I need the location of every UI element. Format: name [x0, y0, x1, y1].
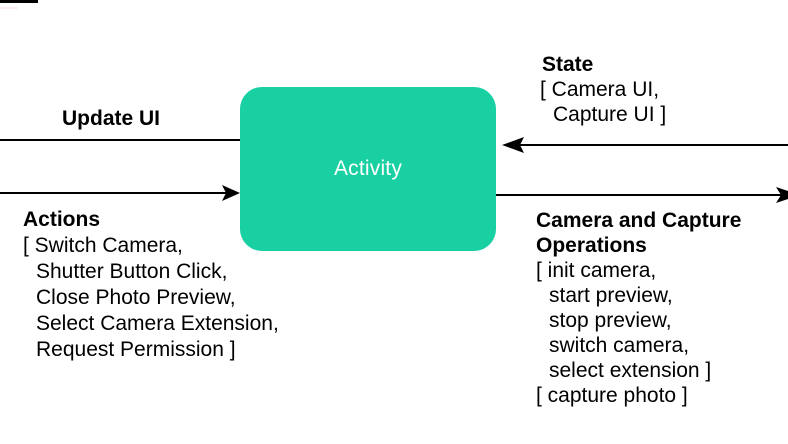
state-arrow-line — [518, 144, 788, 146]
actions-line: Close Photo Preview, — [36, 286, 236, 309]
state-line: Capture UI ] — [553, 103, 667, 126]
top-edge-bar-fragment — [0, 0, 38, 3]
operations-title-line: Operations — [536, 234, 647, 257]
actions-arrowhead-right-icon — [222, 185, 240, 201]
actions-line: [ Switch Camera, — [23, 234, 183, 257]
state-title: State — [542, 53, 594, 76]
update-ui-label: Update UI — [62, 107, 161, 130]
state-arrowhead-left-icon — [502, 137, 524, 153]
operations-line: switch camera, — [549, 334, 690, 357]
update-ui-arrow-line — [0, 139, 240, 141]
activity-node-label: Activity — [333, 157, 403, 180]
operations-line: select extension ] — [549, 359, 712, 382]
actions-arrow-line — [0, 192, 226, 194]
operations-title-line: Camera and Capture — [536, 209, 742, 232]
actions-line: Select Camera Extension, — [36, 312, 279, 335]
actions-label-block: Actions [ Switch Camera, Shutter Button … — [23, 207, 279, 363]
operations-line: stop preview, — [549, 309, 672, 332]
state-line: [ Camera UI, — [540, 78, 660, 101]
operations-arrow-line — [496, 194, 788, 196]
actions-title: Actions — [23, 208, 101, 231]
operations-label-block: Camera and Capture Operations [ init cam… — [536, 208, 741, 408]
actions-line: Request Permission ] — [36, 338, 236, 361]
actions-line: Shutter Button Click, — [36, 260, 228, 283]
operations-line: [ init camera, — [536, 259, 657, 282]
operations-line: [ capture photo ] — [536, 384, 688, 407]
activity-node: Activity — [240, 87, 496, 251]
state-label-block: State [ Camera UI, Capture UI ] — [540, 52, 666, 127]
top-edge-faint-line — [0, 7, 18, 9]
operations-line: start preview, — [549, 284, 673, 307]
operations-arrowhead-right-icon — [776, 187, 788, 203]
